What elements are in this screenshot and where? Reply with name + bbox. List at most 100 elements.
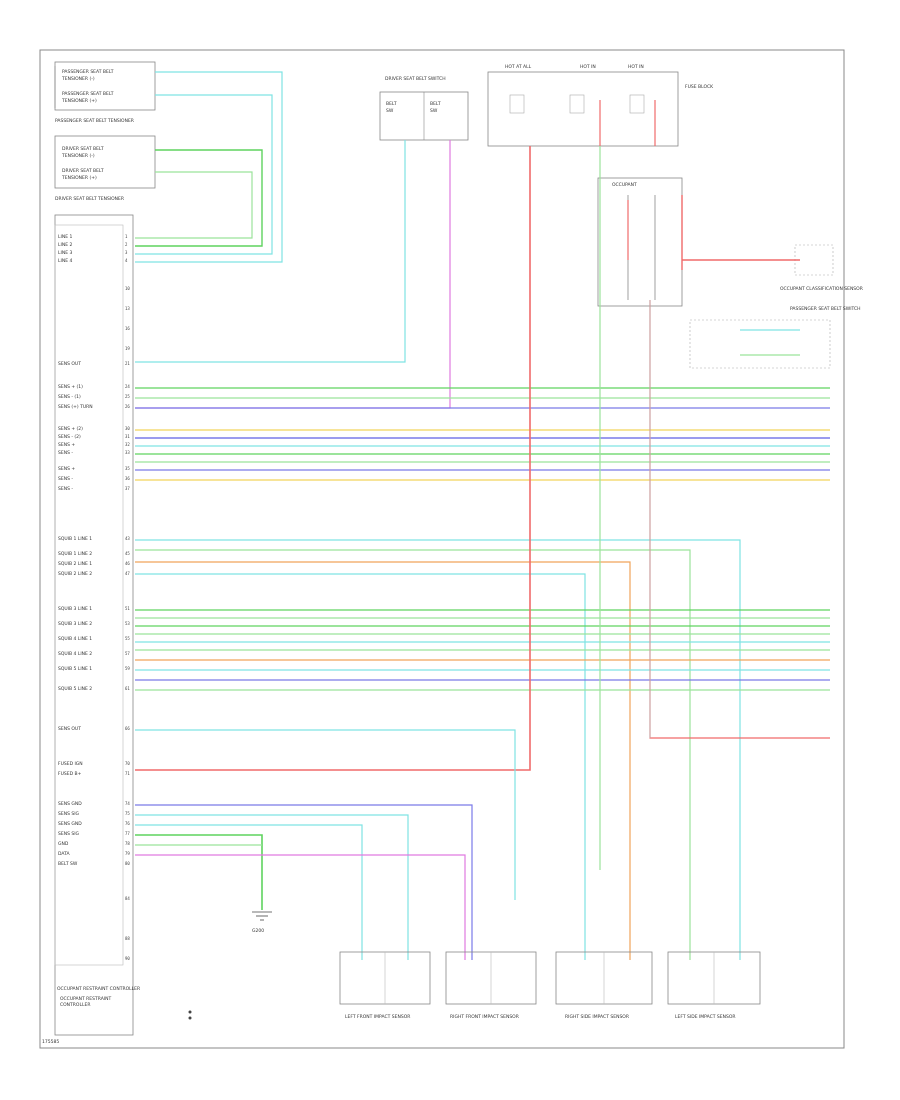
svg-text:OCCUPANT: OCCUPANT: [612, 182, 637, 188]
svg-text:33: 33: [125, 450, 130, 455]
svg-text:46: 46: [125, 561, 130, 566]
svg-text:66: 66: [125, 726, 130, 731]
svg-text:21: 21: [125, 361, 130, 366]
right-front-sensor-label: RIGHT FRONT IMPACT SENSOR: [450, 1014, 519, 1020]
svg-text:TENSIONER (+): TENSIONER (+): [61, 175, 97, 181]
passenger-belt-switch-label: PASSENGER SEAT BELT SWITCH: [790, 306, 861, 312]
svg-text:55: 55: [125, 636, 130, 641]
svg-text:SENS -: SENS -: [58, 450, 73, 456]
svg-text:SENS GND: SENS GND: [58, 821, 82, 827]
svg-text:CONTROLLER: CONTROLLER: [60, 1002, 90, 1008]
occupant-sensor-box: OCCUPANT: [597, 177, 683, 307]
svg-text:SQUIB 4 LINE 2: SQUIB 4 LINE 2: [58, 651, 92, 657]
svg-text:LINE 1: LINE 1: [58, 234, 72, 240]
svg-text:32: 32: [125, 442, 130, 447]
svg-text:SENS +: SENS +: [58, 466, 75, 472]
svg-text:PASSENGER SEAT BELT: PASSENGER SEAT BELT: [62, 91, 114, 97]
ground-label: G200: [252, 928, 264, 934]
svg-text:SENS SIG: SENS SIG: [58, 831, 80, 837]
driver-belt-switch-label: DRIVER SEAT BELT SWITCH: [385, 76, 446, 82]
svg-text:43: 43: [125, 536, 130, 541]
svg-text:13: 13: [125, 306, 130, 311]
svg-text:SQUIB 5 LINE 2: SQUIB 5 LINE 2: [58, 686, 92, 692]
svg-text:SENS + (1): SENS + (1): [58, 384, 83, 390]
svg-text:77: 77: [125, 831, 130, 836]
svg-text:35: 35: [125, 466, 130, 471]
squib-wires: [135, 539, 741, 960]
squib-bus-wires: [135, 609, 830, 691]
svg-text:DRIVER SEAT BELT: DRIVER SEAT BELT: [62, 168, 104, 174]
left-front-sensor-box: LEFT FRONT IMPACT SENSOR: [339, 951, 431, 1020]
svg-text:74: 74: [125, 801, 130, 806]
svg-text:TENSIONER (-): TENSIONER (-): [61, 153, 95, 159]
ground-symbol: G200: [252, 911, 272, 934]
left-front-sensor-label: LEFT FRONT IMPACT SENSOR: [345, 1014, 410, 1020]
svg-text:SQUIB 3 LINE 1: SQUIB 3 LINE 1: [58, 606, 92, 612]
right-side-sensor-label: RIGHT SIDE IMPACT SENSOR: [565, 1014, 629, 1020]
left-side-sensor-label: LEFT SIDE IMPACT SENSOR: [675, 1014, 736, 1020]
svg-text:DATA: DATA: [58, 851, 71, 857]
svg-text:GND: GND: [58, 841, 69, 847]
svg-text:SENS +: SENS +: [58, 442, 75, 448]
svg-text:51: 51: [125, 606, 130, 611]
diagram-code: 175585: [42, 1039, 59, 1045]
svg-text:26: 26: [125, 404, 130, 409]
diagram-frame: [39, 49, 845, 1049]
svg-text:47: 47: [125, 571, 130, 576]
svg-text:37: 37: [125, 486, 130, 491]
svg-text:BELT SW: BELT SW: [58, 861, 78, 867]
module-connector-legend: OCCUPANT RESTRAINT CONTROLLER: [60, 996, 192, 1020]
driver-tensioner-label: DRIVER SEAT BELT TENSIONER: [55, 196, 124, 202]
svg-text:78: 78: [125, 841, 130, 846]
svg-text:SQUIB 2 LINE 2: SQUIB 2 LINE 2: [58, 571, 92, 577]
tensioner-wires: [135, 71, 283, 263]
svg-text:79: 79: [125, 851, 130, 856]
svg-text:36: 36: [125, 476, 130, 481]
svg-text:TENSIONER (+): TENSIONER (+): [61, 98, 97, 104]
left-side-sensor-box: LEFT SIDE IMPACT SENSOR: [667, 951, 761, 1020]
svg-text:OCCUPANT RESTRAINT: OCCUPANT RESTRAINT: [60, 996, 111, 1002]
passenger-tensioner-box: PASSENGER SEAT BELT TENSIONER (-) PASSEN…: [54, 61, 156, 111]
svg-text:BELT: BELT: [430, 101, 441, 107]
svg-text:LINE 3: LINE 3: [58, 250, 72, 256]
svg-text:TENSIONER (-): TENSIONER (-): [61, 76, 95, 82]
svg-text:70: 70: [125, 761, 130, 766]
svg-text:LINE 4: LINE 4: [58, 258, 72, 264]
svg-text:BELT: BELT: [386, 101, 397, 107]
sensor-bus-wires: [135, 387, 830, 481]
fuse-block-box: FUSE BLOCK HOT AT ALL HOT IN HOT IN: [487, 64, 714, 147]
airbag-module-inner: [54, 224, 124, 966]
fuse-block-label: FUSE BLOCK: [685, 84, 714, 90]
svg-text:SW: SW: [386, 108, 394, 114]
svg-text:SENS SIG: SENS SIG: [58, 811, 80, 817]
svg-text:FUSED IGN: FUSED IGN: [58, 761, 83, 767]
passenger-switch-wires: [740, 329, 800, 356]
svg-text:SENS - (2): SENS - (2): [58, 434, 81, 440]
svg-text:71: 71: [125, 771, 130, 776]
svg-text:SENS -: SENS -: [58, 476, 73, 482]
svg-text:SENS (+) TURN: SENS (+) TURN: [58, 404, 93, 410]
svg-text:75: 75: [125, 811, 130, 816]
passenger-tensioner-label: PASSENGER SEAT BELT TENSIONER: [55, 118, 134, 124]
svg-text:PASSENGER SEAT BELT: PASSENGER SEAT BELT: [62, 69, 114, 75]
svg-text:59: 59: [125, 666, 130, 671]
passenger-belt-switch-box: PASSENGER SEAT BELT SWITCH: [689, 306, 861, 369]
svg-text:19: 19: [125, 346, 130, 351]
right-front-sensor-box: RIGHT FRONT IMPACT SENSOR: [445, 951, 537, 1020]
svg-text:90: 90: [125, 956, 130, 961]
svg-text:2: 2: [125, 242, 128, 247]
svg-text:SENS GND: SENS GND: [58, 801, 82, 807]
svg-text:80: 80: [125, 861, 130, 866]
occupant-sensor-label: OCCUPANT CLASSIFICATION SENSOR: [780, 286, 863, 292]
svg-text:16: 16: [125, 326, 130, 331]
svg-text:SENS OUT: SENS OUT: [58, 361, 81, 367]
power-feed-wires: [135, 100, 830, 870]
svg-text:3: 3: [125, 250, 128, 255]
belt-switch-wires: [135, 140, 451, 409]
svg-text:4: 4: [125, 258, 128, 263]
svg-text:31: 31: [125, 434, 130, 439]
